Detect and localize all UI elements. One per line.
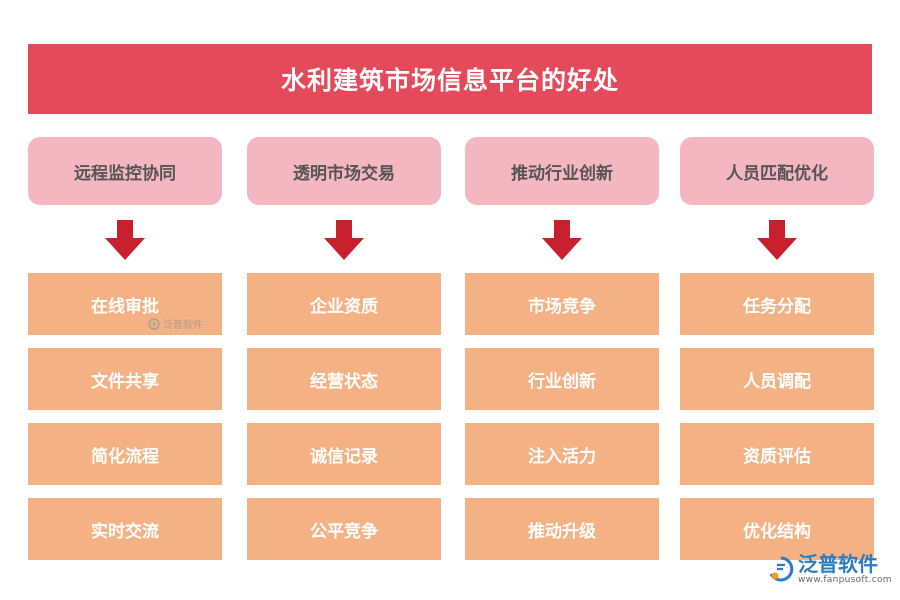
column-header: 推动行业创新 [465,137,659,205]
benefit-column-1: 远程监控协同 在线审批 文件共享 简化流程 实时交流 [28,137,222,560]
down-arrow-icon [680,205,874,273]
watermark-brand: 泛普软件 [798,552,878,576]
benefit-item: 市场竞争 [465,273,659,335]
watermark-small: 泛普软件 [148,316,203,331]
benefit-item: 人员调配 [680,348,874,410]
benefit-column-2: 透明市场交易 企业资质 经营状态 诚信记录 公平竞争 [247,137,441,560]
benefit-item: 文件共享 [28,348,222,410]
column-header: 人员匹配优化 [680,137,874,205]
benefit-item: 注入活力 [465,423,659,485]
column-header: 远程监控协同 [28,137,222,205]
watermark-brand-logo: 泛普软件 www.fanpusoft.com [768,553,892,585]
column-header: 透明市场交易 [247,137,441,205]
benefit-item: 推动升级 [465,498,659,560]
fanpu-logo-icon [769,556,794,582]
benefit-item: 任务分配 [680,273,874,335]
watermark-url: www.fanpusoft.com [798,575,892,585]
fanpu-logo-icon [148,317,160,330]
benefit-item: 经营状态 [247,348,441,410]
down-arrow-icon [28,205,222,273]
benefit-item: 诚信记录 [247,423,441,485]
benefit-item: 实时交流 [28,498,222,560]
benefit-item: 在线审批 [28,273,222,335]
benefit-column-4: 人员匹配优化 任务分配 人员调配 资质评估 优化结构 [680,137,874,560]
watermark-brand-small: 泛普软件 [163,320,203,331]
diagram-title: 水利建筑市场信息平台的好处 [28,44,872,114]
benefit-item: 资质评估 [680,423,874,485]
benefit-item: 简化流程 [28,423,222,485]
benefit-item: 企业资质 [247,273,441,335]
down-arrow-icon [247,205,441,273]
benefit-item: 行业创新 [465,348,659,410]
benefit-column-3: 推动行业创新 市场竞争 行业创新 注入活力 推动升级 [465,137,659,560]
benefit-item: 优化结构 [680,498,874,560]
benefit-item: 公平竞争 [247,498,441,560]
down-arrow-icon [465,205,659,273]
